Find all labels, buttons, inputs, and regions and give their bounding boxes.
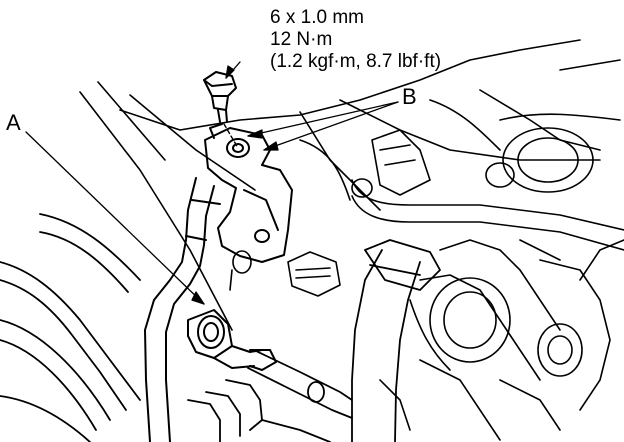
flange-bolt xyxy=(203,71,239,149)
callout-a: A xyxy=(6,110,21,135)
leader-a xyxy=(25,131,205,305)
leader-b-upper xyxy=(247,101,399,137)
bolt-size-label: 6 x 1.0 mm xyxy=(270,7,364,28)
callout-b: B xyxy=(402,84,417,109)
harness-connector xyxy=(229,250,341,297)
leader-b-lower xyxy=(263,101,399,151)
hose-fitting-a xyxy=(187,309,277,371)
lower-pipes xyxy=(187,349,353,442)
left-hoses xyxy=(0,213,141,442)
engine-background xyxy=(79,39,624,441)
torque-nm-label: 12 N·m xyxy=(270,29,333,50)
ground-cable xyxy=(144,177,221,442)
leader-lines xyxy=(25,61,399,305)
torque-alt-label: (1.2 kgf·m, 8.7 lbf·ft) xyxy=(270,51,442,72)
